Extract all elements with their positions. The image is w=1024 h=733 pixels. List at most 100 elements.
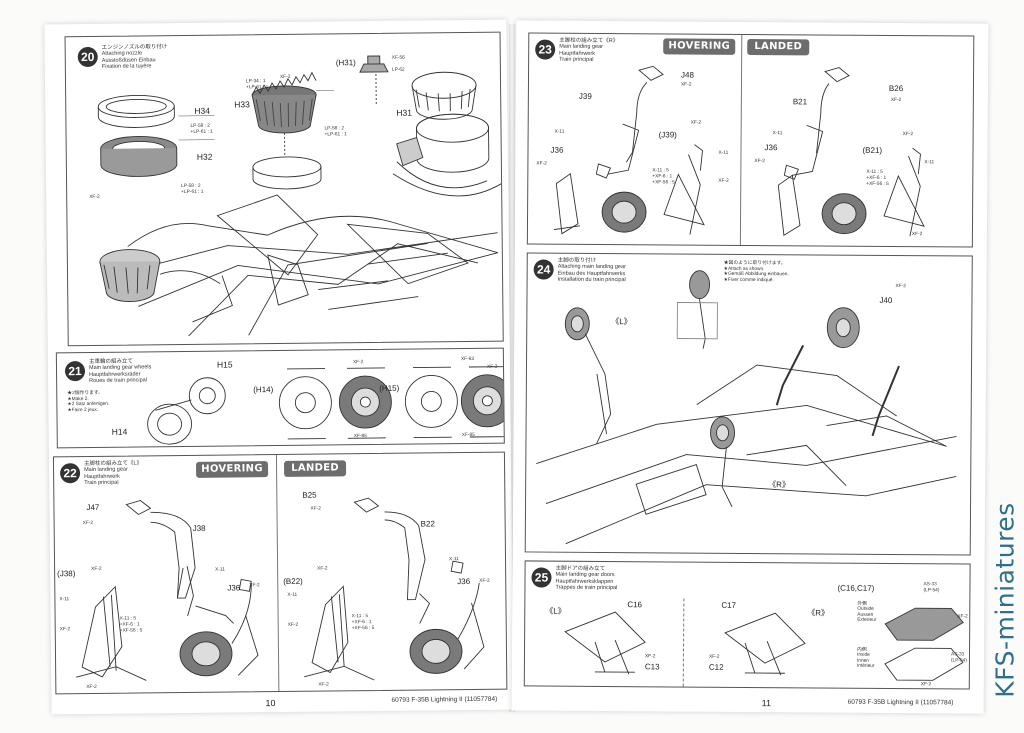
inside-fr: Intérieur [856, 663, 875, 670]
part-label: (C16,C17) [837, 583, 875, 593]
step-21-panel: 21 主車輪の組み立て Main landing gear wheels Hau… [55, 347, 505, 449]
step-25-panel: 25 主脚ドアの組み立て Main landing gear doors Hau… [523, 560, 971, 690]
part-label: J36 [550, 145, 564, 155]
paint-code: AS-33 [950, 652, 965, 658]
paint-code: +LP-61 : 1 [246, 85, 269, 91]
left-page: 20 エンジンノズルの取り付け Attaching nozzle Ausstoß… [44, 19, 514, 715]
paint-code: XF-2 [890, 97, 902, 104]
part-label: (H14) [253, 385, 274, 395]
paint-code: XF-85 [353, 434, 367, 440]
title-fr: Trappes de train principal [555, 584, 618, 592]
page-footer: 60793 F-35B Lightning II (11057784) [847, 698, 954, 707]
paint-code: (LP-54) [950, 658, 967, 664]
paint-code: X-11 [554, 129, 565, 135]
paint-code: +LP-61 : 1 [181, 189, 204, 196]
step-title: エンジンノズルの取り付け Attaching nozzle Ausstoßdüs… [102, 44, 168, 70]
part-label: B22 [420, 519, 435, 529]
paint-code: XF-2 [287, 622, 299, 628]
part-label: C17 [721, 600, 737, 610]
paint-code: XF-2 [352, 360, 364, 366]
paint-code: X-11 : 5 [866, 169, 883, 175]
part-label: (H31) [335, 58, 356, 68]
paint-code: XF-2 [902, 132, 914, 138]
paint-code: AS-33 [923, 582, 937, 588]
paint-code: XF-2 [59, 627, 71, 633]
page-number: 10 [265, 698, 276, 709]
paint-code: XF-2 [680, 82, 692, 88]
paint-code: +XF-6 : 1 [652, 174, 673, 180]
step-25-drawing [564, 607, 964, 681]
part-label: H34 [194, 105, 210, 116]
step-24-drawing [536, 270, 957, 545]
paint-code: X-11 [287, 592, 298, 598]
step-number: 22 [59, 463, 81, 484]
paint-code: +XF-6 : 1 [866, 175, 887, 181]
title-fr: Train principal [84, 479, 119, 487]
step-title: 主脚柱の組み立て《L》 Main landing gear Hauptfahrw… [84, 460, 142, 486]
part-label: H15 [216, 359, 233, 370]
part-label: 《L》 [611, 317, 632, 327]
step-22-drawing [76, 497, 485, 681]
right-page: 23 主脚柱の組み立て《R》 Main landing gear Hauptfa… [511, 20, 989, 714]
part-label: H14 [111, 426, 128, 437]
step-title: 主脚ドアの組み立て Main landing gear doors Hauptf… [555, 566, 617, 592]
title-fr: Fixation de la tuyère [101, 63, 152, 71]
paint-code: +XF-56 : 5 [866, 181, 889, 187]
book-spine [509, 24, 515, 712]
paint-code: LP-58 : 2 [181, 183, 201, 190]
part-label: 《L》 [545, 606, 566, 616]
outside-label: 外側 Outside Aussen Exterieur [857, 602, 876, 624]
part-label: (B22) [283, 576, 303, 586]
note-jp: ★2個作ります。 [67, 390, 104, 397]
paint-code: X-11 : 5 [351, 614, 369, 620]
paint-code: X-11 [59, 597, 70, 603]
paint-code: XF-2 [318, 682, 329, 688]
paint-code: XF-2 [911, 232, 923, 238]
step-22-panel: 22 主脚柱の組み立て《L》 Main landing gear Hauptfa… [52, 451, 508, 695]
paint-code: X-11 [449, 557, 459, 563]
paint-code: X-11 [772, 131, 783, 137]
paint-code: LP-58 : 2 [190, 123, 210, 129]
part-label: J36 [227, 583, 241, 593]
step-number: 20 [77, 46, 98, 68]
title-fr: Train principal [559, 56, 594, 64]
step-title: 主車輪の組み立て Main landing gear wheels Hauptf… [89, 358, 152, 385]
part-label: J48 [681, 70, 694, 80]
part-label: H32 [196, 151, 213, 162]
part-label: J47 [86, 502, 100, 513]
part-label: C13 [644, 662, 660, 672]
part-label: J40 [879, 295, 893, 305]
page-number: 11 [761, 698, 772, 709]
part-label: 《R》 [768, 480, 790, 490]
paint-code: XF-2 [249, 583, 260, 589]
paint-code: LP-34 : 1 [245, 79, 266, 85]
step-note: ★図のように取り付けます。 ★Attach as shown. ★Gemäß A… [724, 261, 789, 284]
part-label: B26 [888, 83, 904, 94]
paint-code: XF-2 [644, 654, 656, 660]
part-label: (J39) [658, 130, 677, 140]
part-label: (H15) [379, 383, 400, 393]
paint-code: XF-2 [279, 74, 291, 80]
paint-code: XF-2 [718, 178, 729, 184]
part-label: H33 [234, 99, 250, 110]
paint-code: +XF-56 : 5 [351, 626, 375, 632]
paint-code: +XF-56 : 5 [119, 628, 143, 634]
step-21-drawing [147, 366, 505, 445]
paint-code: LP-62 [391, 67, 405, 73]
paint-code: +LP-61 : 1 [324, 132, 347, 138]
part-label: J36 [764, 143, 778, 153]
part-label: (J38) [57, 569, 76, 579]
paint-code: XF-2 [89, 194, 100, 200]
part-label: C12 [708, 662, 724, 672]
note-fr: ★Faire 2 jeux. [67, 407, 99, 413]
page-footer: 60793 F-35B Lightning II (11057784) [391, 695, 498, 704]
step-24-panel: 24 主脚の取り付け Attaching main landing gear E… [524, 252, 973, 556]
landed-badge: LANDED [747, 38, 810, 56]
step-23-panel: 23 主脚柱の組み立て《R》 Main landing gear Hauptfa… [526, 32, 975, 248]
step-title: 主脚の取り付け Attaching main landing gear Einb… [558, 258, 626, 284]
paint-code: XF-2 [708, 654, 720, 660]
paint-code: XF-2 [536, 161, 547, 167]
landed-badge: LANDED [283, 460, 347, 477]
paint-code: (LP-54) [923, 588, 940, 594]
step-note: ★2個作ります。 ★Make 2. ★2 Satz anfertigen. ★F… [67, 391, 109, 414]
